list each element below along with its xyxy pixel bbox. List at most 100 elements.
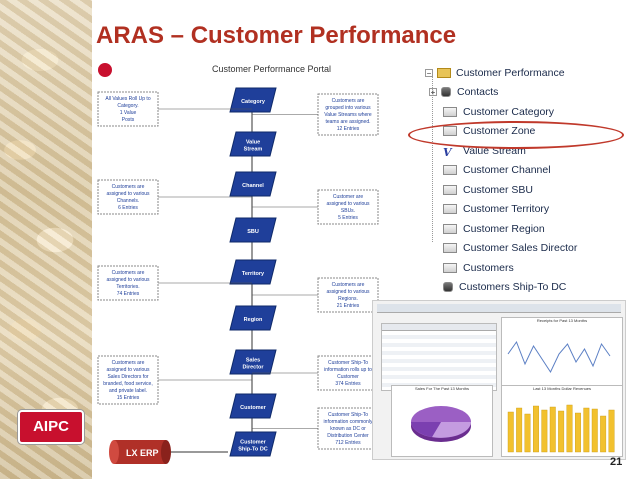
tree-item-customers-ship-to-dc[interactable]: Customers Ship-To DC [425,278,625,298]
table-icon [443,243,457,254]
note-line: Customer Ship-To [328,360,368,366]
table-icon [443,184,457,195]
note-line: 74 Entries [117,291,140,297]
note-line: 21 Entries [337,303,360,309]
dashboard-screenshot: Receipts for Past 13 Months Sales For Th… [372,300,626,460]
note-line: Customers are [112,270,145,276]
folder-icon [437,67,451,78]
table-icon [443,106,457,117]
note-line: Category. [117,103,138,109]
note-line: assigned to various [326,201,370,207]
lx-erp-label: LX ERP [126,448,159,458]
table-icon [443,204,457,215]
tree-item-label: Customer Channel [463,164,551,177]
tree-item-customer-sales-director[interactable]: Customer Sales Director [425,239,625,259]
note-line: 374 Entries [335,381,361,387]
note-line: Customer Ship-To [328,412,368,418]
node-label: Territory [242,271,265,277]
tree-item-customer-channel[interactable]: Customer Channel [425,161,625,181]
mini-pie-chart: Sales For The Past 13 Months [391,385,493,457]
note-line: and private label. [109,388,147,394]
node-label: Region [244,317,263,323]
note-line: information rolls up to [324,367,372,373]
tree-item-customer-region[interactable]: Customer Region [425,219,625,239]
collapse-icon[interactable]: − [425,68,433,78]
tree-item-label: Customers Ship-To DC [459,281,567,294]
mini-bar [516,407,523,453]
node-label: Director [242,365,264,371]
tree-connector [432,72,434,242]
node-territory: Territory [229,259,277,285]
aipc-logo: AIPC [18,410,84,444]
mini-bar-chart: Last 13 Months Dollar Revenues [501,385,623,457]
note-line: 1 Value [120,110,137,116]
note-line: Sales Directors for [107,374,148,380]
node-category: Category [229,87,277,113]
mini-bar [533,405,539,453]
slide-title: ARAS – Customer Performance [96,22,457,49]
note-line: teams are assigned. [325,119,370,125]
tree-item-customer-territory[interactable]: Customer Territory [425,200,625,220]
note-line: Customers are [112,360,145,366]
tree-root[interactable]: − Customer Performance [425,63,625,83]
note-line: SBUs. [341,208,355,214]
note-line: 15 Entries [117,395,140,401]
mini-bar [566,404,573,453]
tree-item-label: Customer Sales Director [463,242,578,255]
tree-item-customer-sbu[interactable]: Customer SBU [425,180,625,200]
table-icon [443,223,457,234]
tree-item-customers[interactable]: Customers [425,258,625,278]
node-customer: Customer [229,393,277,419]
value-stream-highlight [408,121,624,149]
node-region: Region [229,305,277,331]
note-line: Territories. [116,284,139,290]
mini-bar [591,408,598,453]
note-line: Customers are [332,98,365,104]
node-label: Channel [242,183,264,189]
mini-table [381,323,497,391]
note-line: assigned to various [106,367,150,373]
node-label: Sales [246,358,260,364]
tree-item-label: Contacts [457,86,499,99]
note-line: Distribution Center [327,433,369,439]
note-line: grouped into various [325,105,371,111]
tree-item-label: Customer SBU [463,183,534,196]
mini-line-chart: Receipts for Past 13 Months [501,317,623,391]
note-line: assigned to various [106,191,150,197]
note-line: All Values Roll Up to [105,96,150,102]
node-label: Value [246,140,260,146]
node-label: Customer [240,440,267,446]
note-line: Customer [337,374,359,380]
node-sbu: SBU [229,217,277,243]
tree-root-label: Customer Performance [456,66,565,79]
page-number: 21 [610,456,623,468]
note-line: 12 Entries [337,126,360,132]
note-line: Customers are [332,282,365,288]
mini-bar [558,410,565,453]
table-icon [443,262,457,273]
node-channel: Channel [229,171,277,197]
note-line: assigned to various [326,289,370,295]
bar-chart-title: Last 13 Months Dollar Revenues [532,386,592,391]
dashboard-tabbar [377,304,621,313]
mini-bar [507,411,514,453]
expand-icon[interactable]: + [429,88,437,98]
note-line: information commonly [324,419,373,425]
tree-item-customer-category[interactable]: Customer Category [425,102,625,122]
mini-bar [524,413,531,453]
tree-item-contacts[interactable]: + Contacts [425,83,625,103]
note-line: branded, food service, [103,381,152,387]
mini-bar [549,406,556,453]
